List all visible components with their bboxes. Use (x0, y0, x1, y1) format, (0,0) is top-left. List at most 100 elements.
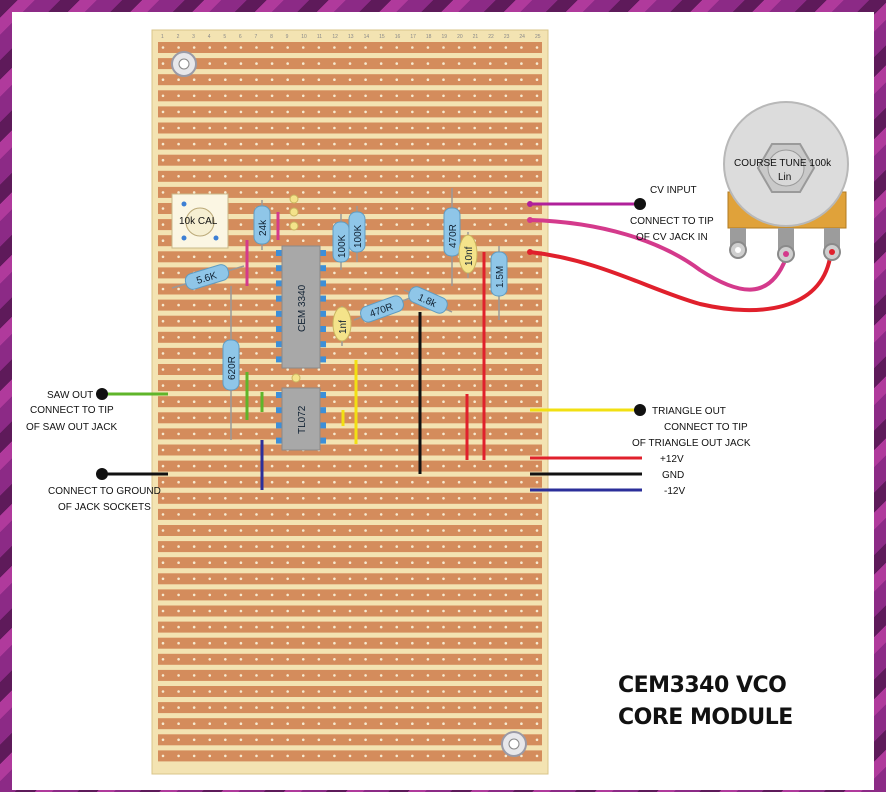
ic-pin (320, 295, 326, 302)
strip-hole (239, 207, 243, 210)
strip-hole (161, 303, 165, 307)
strip-hole (177, 577, 180, 581)
ic-pin (320, 310, 326, 317)
strip-hole (364, 738, 367, 742)
strip-hole (535, 239, 539, 242)
strip-hole (364, 432, 367, 436)
strip-hole (364, 62, 367, 65)
strip-hole (161, 319, 165, 323)
strip-hole (411, 754, 414, 758)
strip-hole (317, 658, 321, 661)
strip-hole (208, 432, 212, 436)
strip-hole (426, 239, 430, 242)
strip-hole (364, 497, 367, 500)
strip-hole (333, 303, 336, 307)
strip-hole (457, 46, 461, 49)
strip-hole (270, 480, 274, 484)
column-number: 19 (442, 34, 448, 40)
strip-hole (395, 432, 399, 436)
strip-hole (348, 738, 352, 742)
strip-hole (535, 658, 539, 661)
strip-hole (177, 706, 180, 709)
strip-hole (239, 336, 243, 339)
strip-hole (239, 110, 243, 114)
strip-hole (270, 561, 274, 564)
strip-hole (333, 674, 336, 677)
strip-hole (364, 271, 367, 275)
strip-hole (208, 368, 212, 371)
strip-hole (239, 593, 243, 597)
strip-hole (161, 480, 165, 484)
strip-hole (535, 754, 539, 758)
strip-hole (161, 271, 165, 275)
strip-hole (208, 625, 212, 629)
strip-hole (411, 303, 414, 307)
strip-hole (333, 641, 336, 645)
strip-hole (411, 545, 414, 548)
strip-hole (255, 754, 258, 758)
strip-hole (535, 368, 539, 371)
strip-hole (255, 191, 258, 194)
strip-hole (411, 593, 414, 597)
strip-hole (301, 110, 305, 114)
strip-hole (520, 110, 523, 114)
strip-hole (520, 158, 523, 162)
strip-hole (348, 175, 352, 178)
strip-hole (177, 690, 180, 693)
strip-hole (504, 94, 508, 98)
strip-hole (348, 690, 352, 693)
strip-hole (177, 738, 180, 742)
strip-hole (224, 78, 227, 81)
ic-pin (276, 356, 282, 363)
strip-hole (239, 738, 243, 742)
strip-hole (473, 207, 476, 210)
strip-hole (239, 303, 243, 307)
strip-hole (535, 94, 539, 98)
strip-hole (192, 352, 196, 355)
strip-hole (348, 577, 352, 581)
strip-hole (520, 545, 523, 548)
strip-hole (255, 480, 258, 484)
strip-hole (442, 561, 445, 564)
strip-hole (473, 158, 476, 162)
resistor-100k-b: 100K (348, 206, 366, 262)
strip-hole (395, 255, 399, 259)
strip-hole (379, 271, 383, 275)
strip-hole (395, 78, 399, 81)
strip-hole (520, 223, 523, 226)
strip-hole (442, 78, 445, 81)
strip-hole (208, 513, 212, 516)
strip-hole (504, 191, 508, 194)
strip-hole (348, 368, 352, 371)
strip-hole (442, 46, 445, 49)
resistor-5k6: 5.6K (171, 264, 245, 290)
strip-hole (270, 545, 274, 548)
strip-hole (317, 368, 321, 371)
strip-hole (395, 480, 399, 484)
strip-hole (504, 722, 508, 725)
strip-hole (161, 448, 165, 452)
strip-hole (177, 94, 180, 98)
strip-hole (270, 658, 274, 661)
strip-hole (504, 416, 508, 420)
strip-hole (348, 706, 352, 709)
strip-hole (224, 126, 227, 130)
strip-hole (379, 432, 383, 436)
strip-hole (192, 416, 196, 420)
strip-hole (535, 641, 539, 645)
cv-input-wire (527, 198, 646, 210)
strip-hole (457, 287, 461, 291)
strip-hole (364, 561, 367, 564)
strip-hole (473, 625, 476, 629)
strip-hole (270, 593, 274, 597)
strip-hole (286, 722, 289, 725)
strip-hole (317, 223, 321, 226)
strip-hole (364, 384, 367, 387)
capacitor-1nf: 1nf (332, 306, 352, 346)
strip-hole (286, 577, 289, 581)
strip-hole (488, 690, 492, 693)
strip-hole (411, 158, 414, 162)
strip-hole (301, 641, 305, 645)
strip-hole (348, 561, 352, 564)
